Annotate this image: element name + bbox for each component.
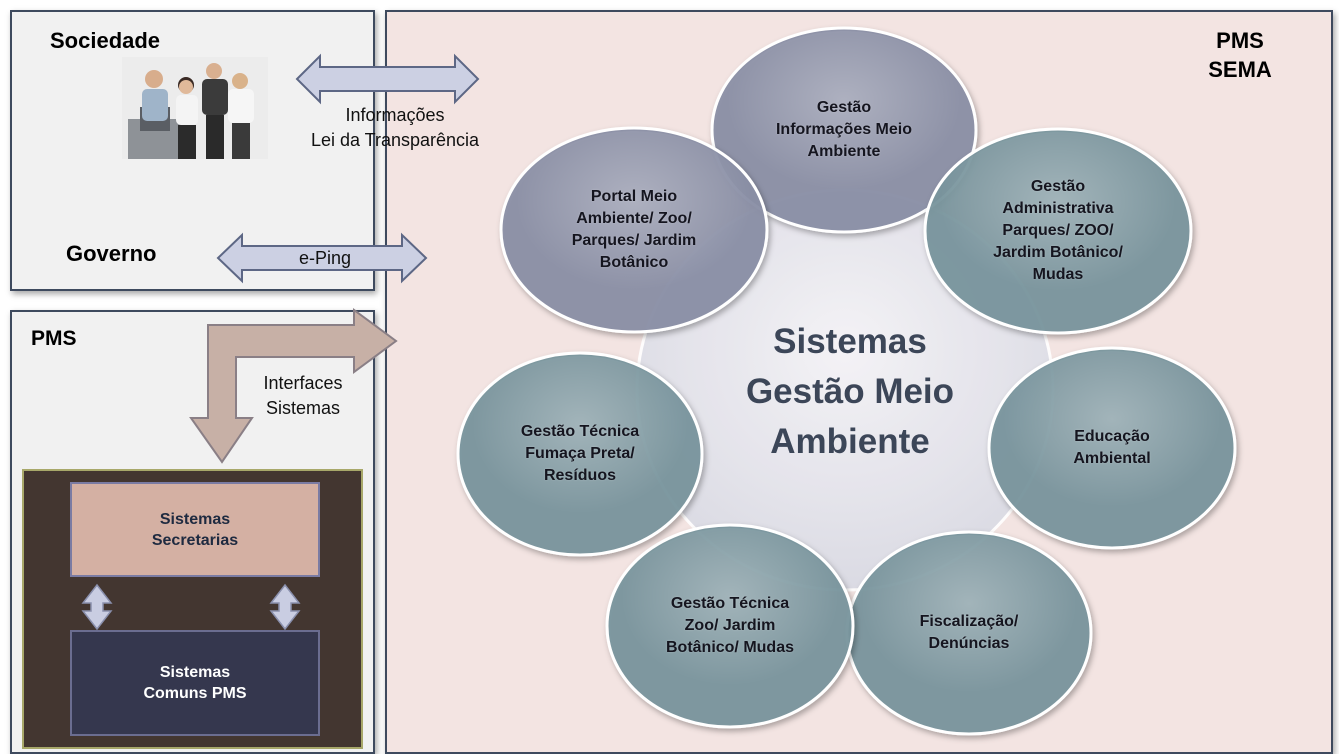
bubble-fiscalizacao-label: Fiscalização/Denúncias: [871, 611, 1066, 655]
bubble-gestao-administrativa-line: Jardim Botânico/: [993, 244, 1123, 261]
bubble-gestao-tecnica-zoo-line: Botânico/ Mudas: [665, 639, 794, 656]
bubble-portal-meio-ambiente-line: Parques/ Jardim: [571, 232, 697, 249]
e-ping-text: e-Ping: [298, 248, 352, 268]
interfaces-sistemas-arrow: [189, 308, 398, 464]
lei-transparencia-text: Lei da Transparência: [310, 130, 480, 150]
bubble-gestao-administrativa-highlight: [928, 132, 1188, 330]
bubble-gestao-informacoes-line: Informações Meio: [775, 121, 912, 138]
center-title-line1: Sistemas: [773, 322, 927, 361]
bubble-fiscalizacao-highlight: [850, 535, 1088, 731]
bubble-gestao-tecnica-zoo-line: Gestão Técnica: [670, 595, 790, 612]
center-title-line3: Ambiente: [770, 422, 930, 461]
bubble-portal-meio-ambiente-highlight: [504, 131, 764, 329]
bubble-educacao-ambiental-line: Ambiental: [1073, 450, 1151, 467]
governo-label: Governo: [66, 241, 157, 266]
sociedade-label: Sociedade: [50, 28, 161, 53]
bubble-gestao-tecnica-fumaca-line: Fumaça Preta/: [525, 445, 635, 462]
sistemas-comuns-line2: Comuns PMS: [143, 685, 247, 702]
bubble-ring: [456, 26, 1237, 736]
bubble-fiscalizacao-line: Denúncias: [928, 635, 1010, 652]
bubble-portal-meio-ambiente-line: Botânico: [599, 254, 669, 271]
informacoes-double-arrow: [295, 53, 480, 105]
sistemas-comuns-box: Sistemas Comuns PMS: [70, 630, 320, 736]
bubble-gestao-tecnica-zoo-line: Zoo/ Jardim: [684, 617, 776, 634]
pms-sema-title-line2: SEMA: [1208, 57, 1272, 82]
sistemas-comuns-line1: Sistemas: [159, 664, 231, 681]
sync-arrow-left: [81, 583, 113, 631]
informacoes-text: Informações: [345, 105, 445, 125]
bubble-gestao-informacoes-line: Ambiente: [807, 143, 881, 160]
bubble-gestao-administrativa-line: Gestão: [1030, 178, 1086, 195]
bubble-portal-meio-ambiente-line: Portal Meio: [590, 188, 678, 205]
bubble-fiscalizacao-line: Fiscalização/: [919, 613, 1019, 630]
bubble-educacao-ambiental-line: Educação: [1074, 428, 1150, 445]
bubble-portal-meio-ambiente-line: Ambiente/ Zoo/: [576, 210, 692, 227]
bubble-gestao-tecnica-fumaca-highlight: [461, 356, 699, 552]
sistemas-secretarias-line1: Sistemas: [159, 510, 231, 528]
interfaces-text: Interfaces: [263, 373, 343, 393]
pms-sema-title-line1: PMS: [1216, 28, 1264, 53]
pms-label: PMS: [31, 327, 77, 350]
people-group-photo: [122, 57, 268, 159]
bubble-gestao-informacoes-line: Gestão: [816, 99, 872, 116]
sistemas-secretarias-box: Sistemas Secretarias: [70, 482, 320, 577]
center-title-line2: Gestão Meio: [745, 372, 955, 411]
bubble-gestao-informacoes-highlight: [715, 31, 973, 229]
bubble-gestao-tecnica-fumaca-line: Resíduos: [543, 467, 616, 484]
bubble-educacao-ambiental-highlight: [992, 351, 1232, 545]
sistemas-secretarias-line2: Secretarias: [151, 531, 239, 549]
bubble-gestao-administrativa-line: Administrativa: [1002, 200, 1114, 217]
e-ping-double-arrow: [216, 232, 428, 284]
bubble-gestao-administrativa-line: Parques/ ZOO/: [1002, 222, 1114, 239]
bubble-gestao-administrativa-line: Mudas: [1032, 266, 1084, 283]
bubble-gestao-tecnica-fumaca-line: Gestão Técnica: [520, 423, 640, 440]
sistemas-text: Sistemas: [265, 398, 341, 418]
sync-arrow-right: [269, 583, 301, 631]
bubble-gestao-tecnica-zoo-highlight: [610, 528, 850, 724]
